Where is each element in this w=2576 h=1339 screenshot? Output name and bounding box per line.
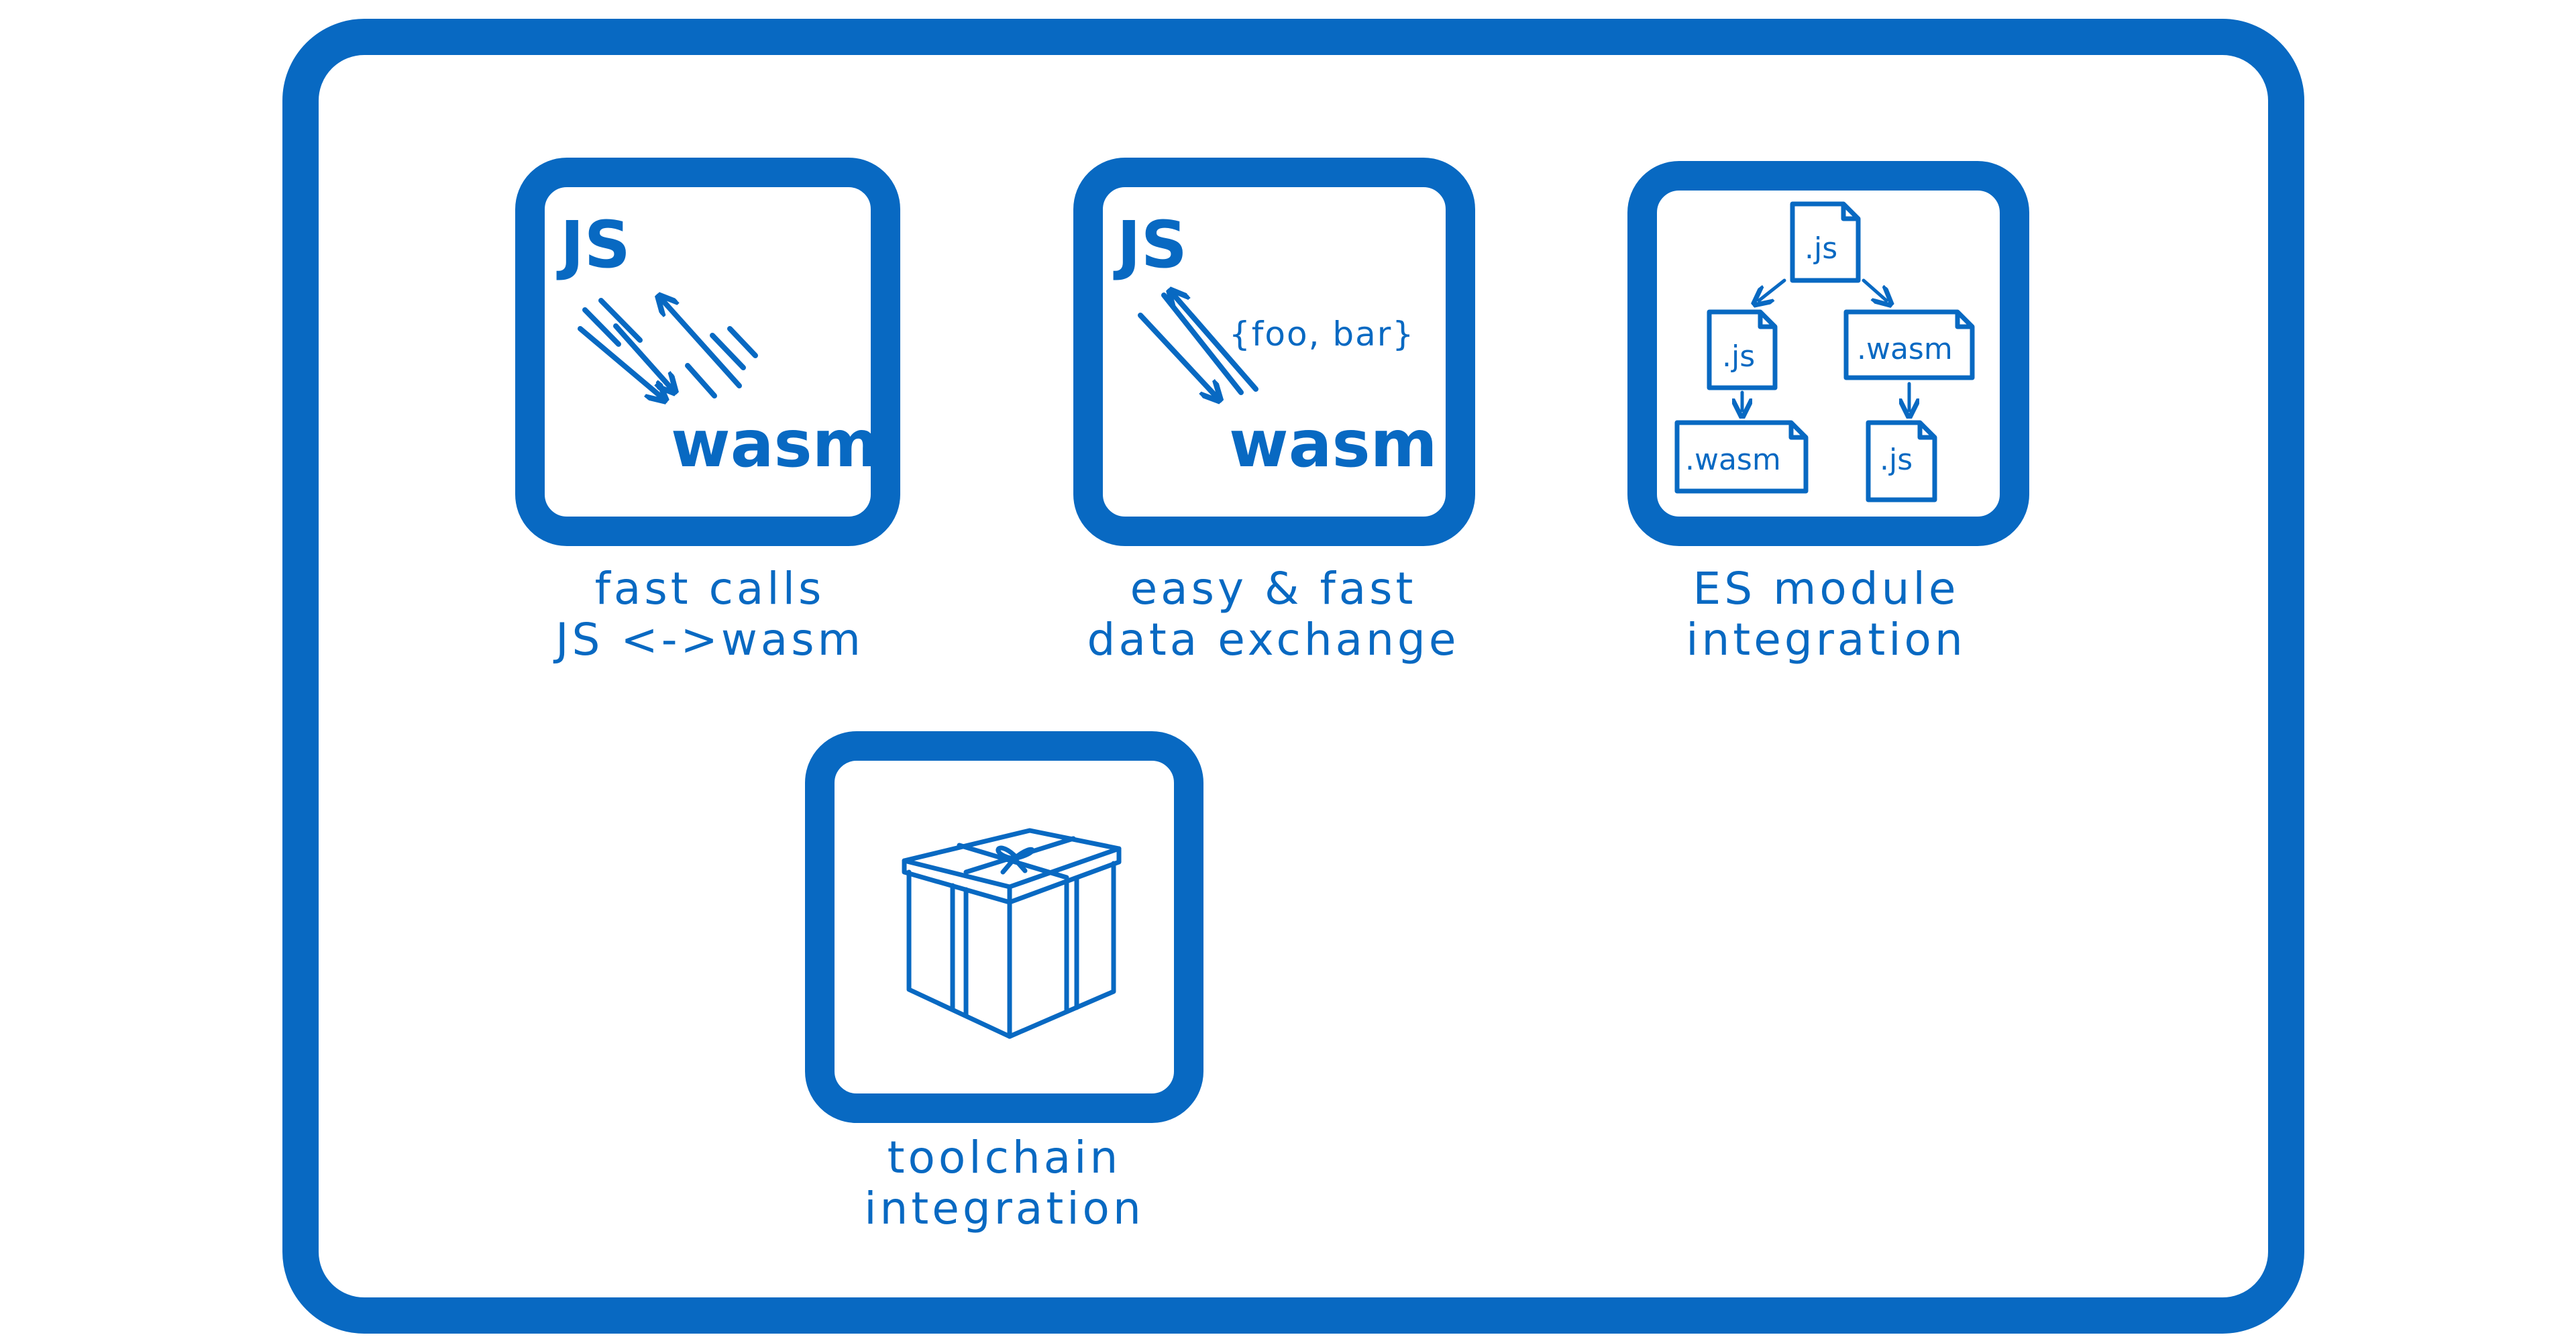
caption-line-1: toolchain xyxy=(888,1132,1122,1183)
js-label: JS xyxy=(1113,207,1187,282)
outer-frame xyxy=(282,19,2304,1334)
file-icon xyxy=(1843,309,1975,380)
caption-line-2: data exchange xyxy=(1087,614,1460,665)
card-es-module: .js .js .wasm .wasm .js ES module integr… xyxy=(1627,161,2029,665)
caption-line-2: integration xyxy=(864,1183,1144,1234)
dependency-arrow xyxy=(1759,278,1786,301)
card-fast-calls: JS wasm fast calls JS <->wasm xyxy=(515,158,900,665)
card-data-exchange: JS wasm {foo, bar} easy & fast data exch… xyxy=(1073,158,1475,665)
file-icon xyxy=(1674,420,1809,494)
file-icon xyxy=(1707,309,1778,390)
exchange-arrows xyxy=(1138,295,1258,396)
dependency-arrow xyxy=(1862,278,1886,301)
object-label: {foo, bar} xyxy=(1229,315,1415,354)
card-data-exchange-frame xyxy=(1073,158,1475,546)
file-label: .wasm xyxy=(1857,332,1953,366)
caption-line-1: fast calls xyxy=(595,563,825,614)
file-icon xyxy=(1790,201,1861,283)
wasm-label: wasm xyxy=(671,407,879,482)
card-es-module-frame xyxy=(1627,161,2029,546)
call-arrows xyxy=(578,301,758,396)
gift-box-icon xyxy=(902,828,1122,1039)
file-label: .wasm xyxy=(1685,443,1781,477)
caption-line-1: easy & fast xyxy=(1130,563,1417,614)
card-fast-calls-frame xyxy=(515,158,900,546)
caption-line-1: ES module xyxy=(1693,563,1960,614)
caption-line-2: integration xyxy=(1686,614,1966,665)
file-label: .js xyxy=(1880,443,1913,477)
caption-line-2: JS <->wasm xyxy=(553,614,864,665)
file-label: .js xyxy=(1805,231,1837,266)
file-label: .js xyxy=(1722,339,1755,374)
card-toolchain: toolchain integration xyxy=(805,731,1203,1234)
card-toolchain-frame xyxy=(805,731,1203,1123)
js-label: JS xyxy=(556,207,631,282)
file-icon xyxy=(1866,420,1937,502)
wasm-label: wasm xyxy=(1229,407,1438,482)
